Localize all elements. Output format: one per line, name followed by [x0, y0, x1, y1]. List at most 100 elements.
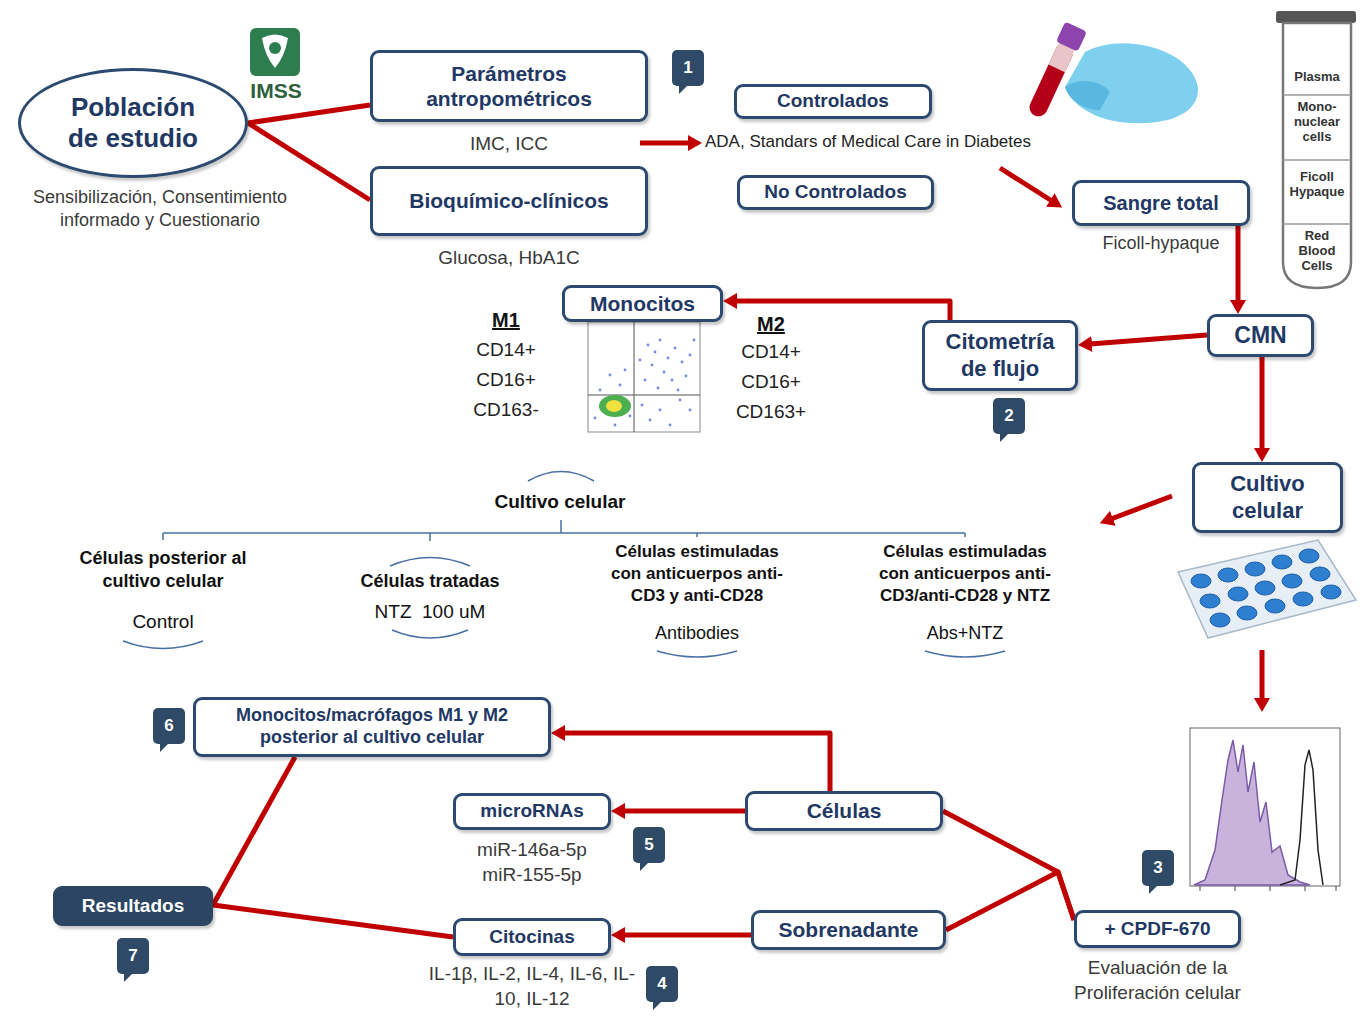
process-box: Sangre totalFicoll-hypaque — [1072, 180, 1250, 226]
condition-title: Células tratadas — [335, 570, 525, 593]
box-title: microRNAs — [480, 800, 583, 823]
imss-logo — [250, 28, 300, 76]
culture-tree — [429, 533, 431, 541]
marker-label: CD16+ — [726, 370, 816, 394]
imss-logo — [250, 28, 300, 76]
box-note: Glucosa, HbA1C — [409, 246, 609, 271]
flow-cytometry-plot — [657, 387, 660, 390]
ficoll-tube — [1276, 11, 1356, 23]
condition-tag: NTZ 100 uM — [345, 600, 515, 624]
marker-label: CD163- — [456, 398, 556, 422]
box-title: Controlados — [777, 90, 889, 113]
ficoll-tube — [1283, 159, 1351, 161]
condition-tag: Antibodies — [622, 622, 772, 645]
callout-number: 5 — [633, 827, 665, 863]
flow-cytometry-plot — [594, 417, 597, 420]
culture-tree — [163, 532, 965, 534]
flow-cytometry-plot — [689, 354, 692, 357]
culture-tree — [925, 651, 1005, 657]
box-title: CMN — [1234, 322, 1286, 350]
culture-tree — [162, 533, 164, 540]
callout-number: 1 — [672, 50, 704, 86]
box-title: Citocinas — [489, 926, 575, 949]
process-box: No Controlados — [737, 175, 934, 210]
flow-connector — [213, 757, 295, 905]
culture-plate — [1255, 581, 1275, 595]
culture-plate — [1272, 555, 1292, 569]
ficoll-tube — [1283, 223, 1351, 225]
culture-plate — [1210, 613, 1230, 627]
flow-cytometry-plot — [677, 389, 680, 392]
process-box: Monocitos/macrófagos M1 y M2 posterior a… — [193, 697, 551, 757]
imss-logo — [262, 35, 288, 69]
logo-text: IMSS — [244, 78, 308, 104]
condition-title: Células posterior al cultivo celular — [63, 547, 263, 592]
box-title: + CPDF-670 — [1104, 918, 1210, 941]
culture-tree — [696, 533, 698, 537]
culture-plate — [1282, 574, 1302, 588]
box-title: No Controlados — [764, 181, 907, 204]
flow-cytometry-plot — [599, 389, 602, 392]
callout-number: 7 — [117, 938, 149, 974]
imss-logo — [269, 42, 281, 54]
condition-tag: Control — [103, 610, 223, 634]
box-note: IL-1β, IL-2, IL-4, IL-6, IL-10, IL-12 — [425, 962, 640, 1011]
condition-title: Células estimuladas con anticuerpos anti… — [870, 541, 1060, 607]
culture-plate — [1228, 587, 1248, 601]
culture-plate — [1191, 574, 1211, 588]
ficoll-tube — [1276, 11, 1356, 288]
flow-connector — [213, 905, 453, 937]
culture-tree — [964, 533, 966, 537]
flow-connector — [1236, 226, 1241, 302]
process-box: Células — [745, 791, 943, 831]
culture-tree — [560, 520, 562, 533]
process-box: Parámetros antropométricosIMC, ICC — [370, 50, 648, 122]
culture-plate — [1178, 540, 1356, 638]
flow-cytometry-plot — [659, 409, 662, 412]
process-box: Sobrenadante — [751, 910, 946, 950]
flow-cytometry-plot — [594, 339, 696, 427]
process-box: + CPDF-670Evaluación de la Proliferación… — [1074, 910, 1241, 948]
process-box: Citometría de flujo — [922, 320, 1078, 391]
flow-connector — [563, 733, 830, 791]
culture-tree — [123, 472, 1005, 658]
culture-plate — [1310, 567, 1330, 581]
blood-tube-photo — [1024, 22, 1198, 124]
marker-label: CD14+ — [456, 338, 556, 362]
tube-layer-label: Mono-nuclear cells — [1287, 100, 1347, 145]
flow-cytometry-plot — [588, 322, 700, 432]
flow-cytometry-plot — [639, 359, 642, 362]
connector-group — [213, 105, 1262, 937]
flow-cytometry-plot — [609, 374, 612, 377]
box-title: Monocitos/macrófagos M1 y M2 posterior a… — [204, 705, 540, 748]
flow-cytometry-plot — [606, 400, 622, 412]
culture-plate — [1200, 594, 1220, 608]
marker-label: CD163+ — [726, 400, 816, 424]
box-note: IMC, ICC — [409, 132, 609, 157]
marker-label: CD16+ — [456, 368, 556, 392]
blood-tube-photo — [1027, 39, 1077, 119]
process-box: Bioquímico-clínicosGlucosa, HbA1C — [370, 166, 648, 236]
tree-root: Cultivo celular — [480, 490, 640, 514]
callout-number: 4 — [646, 966, 678, 1002]
box-note: Evaluación de la Proliferación celular — [1053, 956, 1263, 1005]
blood-tube-photo — [1065, 81, 1110, 110]
flow-connector — [943, 811, 1074, 920]
proliferation-histogram — [1190, 728, 1340, 886]
flow-cytometry-plot — [659, 339, 662, 342]
ficoll-tube — [1283, 23, 1351, 288]
flow-cytometry-plot — [624, 369, 627, 372]
flow-cytometry-plot — [588, 395, 700, 396]
culture-plate — [1293, 592, 1313, 606]
flow-cytometry-plot — [671, 379, 674, 382]
culture-plate — [1178, 540, 1356, 638]
box-title: Sobrenadante — [778, 917, 918, 942]
blood-tube-photo — [1024, 22, 1087, 121]
box-title: Citometría de flujo — [933, 329, 1067, 382]
condition-tag: Abs+NTZ — [890, 622, 1040, 645]
tube-layer-label: Red Blood Cells — [1287, 229, 1347, 274]
process-box: CMN — [1207, 314, 1314, 357]
flow-connector — [248, 105, 370, 123]
box-note: miR-146a-5p miR-155-5p — [462, 838, 602, 887]
